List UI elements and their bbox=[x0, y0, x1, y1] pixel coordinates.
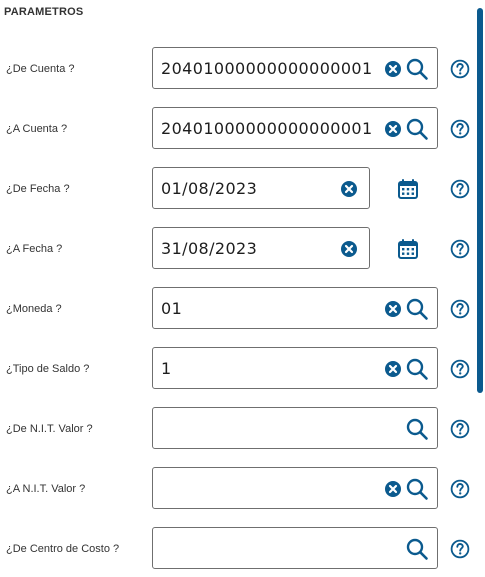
help-icon[interactable] bbox=[450, 299, 470, 319]
param-row: ¿Moneda ? 01 bbox=[0, 287, 485, 331]
help-icon[interactable] bbox=[450, 239, 470, 259]
param-input[interactable]: 01 bbox=[152, 287, 438, 329]
vertical-scrollbar[interactable] bbox=[477, 8, 483, 393]
search-icon[interactable] bbox=[405, 417, 429, 441]
clear-icon[interactable] bbox=[384, 60, 402, 78]
clear-icon[interactable] bbox=[384, 480, 402, 498]
param-input-value: 20401000000000000001 bbox=[161, 59, 373, 78]
search-icon[interactable] bbox=[405, 57, 429, 81]
param-label: ¿Tipo de Saldo ? bbox=[6, 363, 90, 375]
param-input[interactable]: 01/08/2023 bbox=[152, 167, 370, 209]
param-label: ¿A N.I.T. Valor ? bbox=[6, 483, 86, 495]
param-row: ¿De Cuenta ? 20401000000000000001 bbox=[0, 47, 485, 91]
clear-icon[interactable] bbox=[340, 240, 358, 258]
clear-icon[interactable] bbox=[340, 180, 358, 198]
help-icon[interactable] bbox=[450, 539, 470, 559]
param-input-value: 01 bbox=[161, 299, 183, 318]
param-input-value: 20401000000000000001 bbox=[161, 119, 373, 138]
param-row: ¿A N.I.T. Valor ? bbox=[0, 467, 485, 511]
help-icon[interactable] bbox=[450, 419, 470, 439]
panel-title: PARAMETROS bbox=[4, 6, 84, 18]
calendar-icon[interactable] bbox=[396, 237, 420, 261]
param-label: ¿De Cuenta ? bbox=[6, 63, 75, 75]
param-input-value: 31/08/2023 bbox=[161, 239, 258, 258]
search-icon[interactable] bbox=[405, 537, 429, 561]
search-icon[interactable] bbox=[405, 297, 429, 321]
help-icon[interactable] bbox=[450, 479, 470, 499]
param-label: ¿Moneda ? bbox=[6, 303, 62, 315]
param-label: ¿De Centro de Costo ? bbox=[6, 543, 120, 555]
param-input[interactable]: 31/08/2023 bbox=[152, 227, 370, 269]
help-icon[interactable] bbox=[450, 359, 470, 379]
param-label: ¿A Cuenta ? bbox=[6, 123, 68, 135]
help-icon[interactable] bbox=[450, 119, 470, 139]
param-row: ¿A Cuenta ? 20401000000000000001 bbox=[0, 107, 485, 151]
param-input[interactable] bbox=[152, 527, 438, 569]
param-input[interactable] bbox=[152, 407, 438, 449]
param-input[interactable] bbox=[152, 467, 438, 509]
param-row: ¿A Fecha ? 31/08/2023 bbox=[0, 227, 485, 271]
search-icon[interactable] bbox=[405, 477, 429, 501]
param-input[interactable]: 1 bbox=[152, 347, 438, 389]
help-icon[interactable] bbox=[450, 59, 470, 79]
clear-icon[interactable] bbox=[384, 120, 402, 138]
param-input-value: 1 bbox=[161, 359, 172, 378]
calendar-icon[interactable] bbox=[396, 177, 420, 201]
param-input-value: 01/08/2023 bbox=[161, 179, 258, 198]
param-label: ¿A Fecha ? bbox=[6, 243, 63, 255]
param-row: ¿De Centro de Costo ? bbox=[0, 527, 485, 571]
param-input[interactable]: 20401000000000000001 bbox=[152, 47, 438, 89]
help-icon[interactable] bbox=[450, 179, 470, 199]
param-row: ¿Tipo de Saldo ? 1 bbox=[0, 347, 485, 391]
param-label: ¿De Fecha ? bbox=[6, 183, 70, 195]
param-row: ¿De N.I.T. Valor ? bbox=[0, 407, 485, 451]
clear-icon[interactable] bbox=[384, 300, 402, 318]
param-label: ¿De N.I.T. Valor ? bbox=[6, 423, 93, 435]
param-row: ¿De Fecha ? 01/08/2023 bbox=[0, 167, 485, 211]
clear-icon[interactable] bbox=[384, 360, 402, 378]
param-input[interactable]: 20401000000000000001 bbox=[152, 107, 438, 149]
search-icon[interactable] bbox=[405, 357, 429, 381]
search-icon[interactable] bbox=[405, 117, 429, 141]
